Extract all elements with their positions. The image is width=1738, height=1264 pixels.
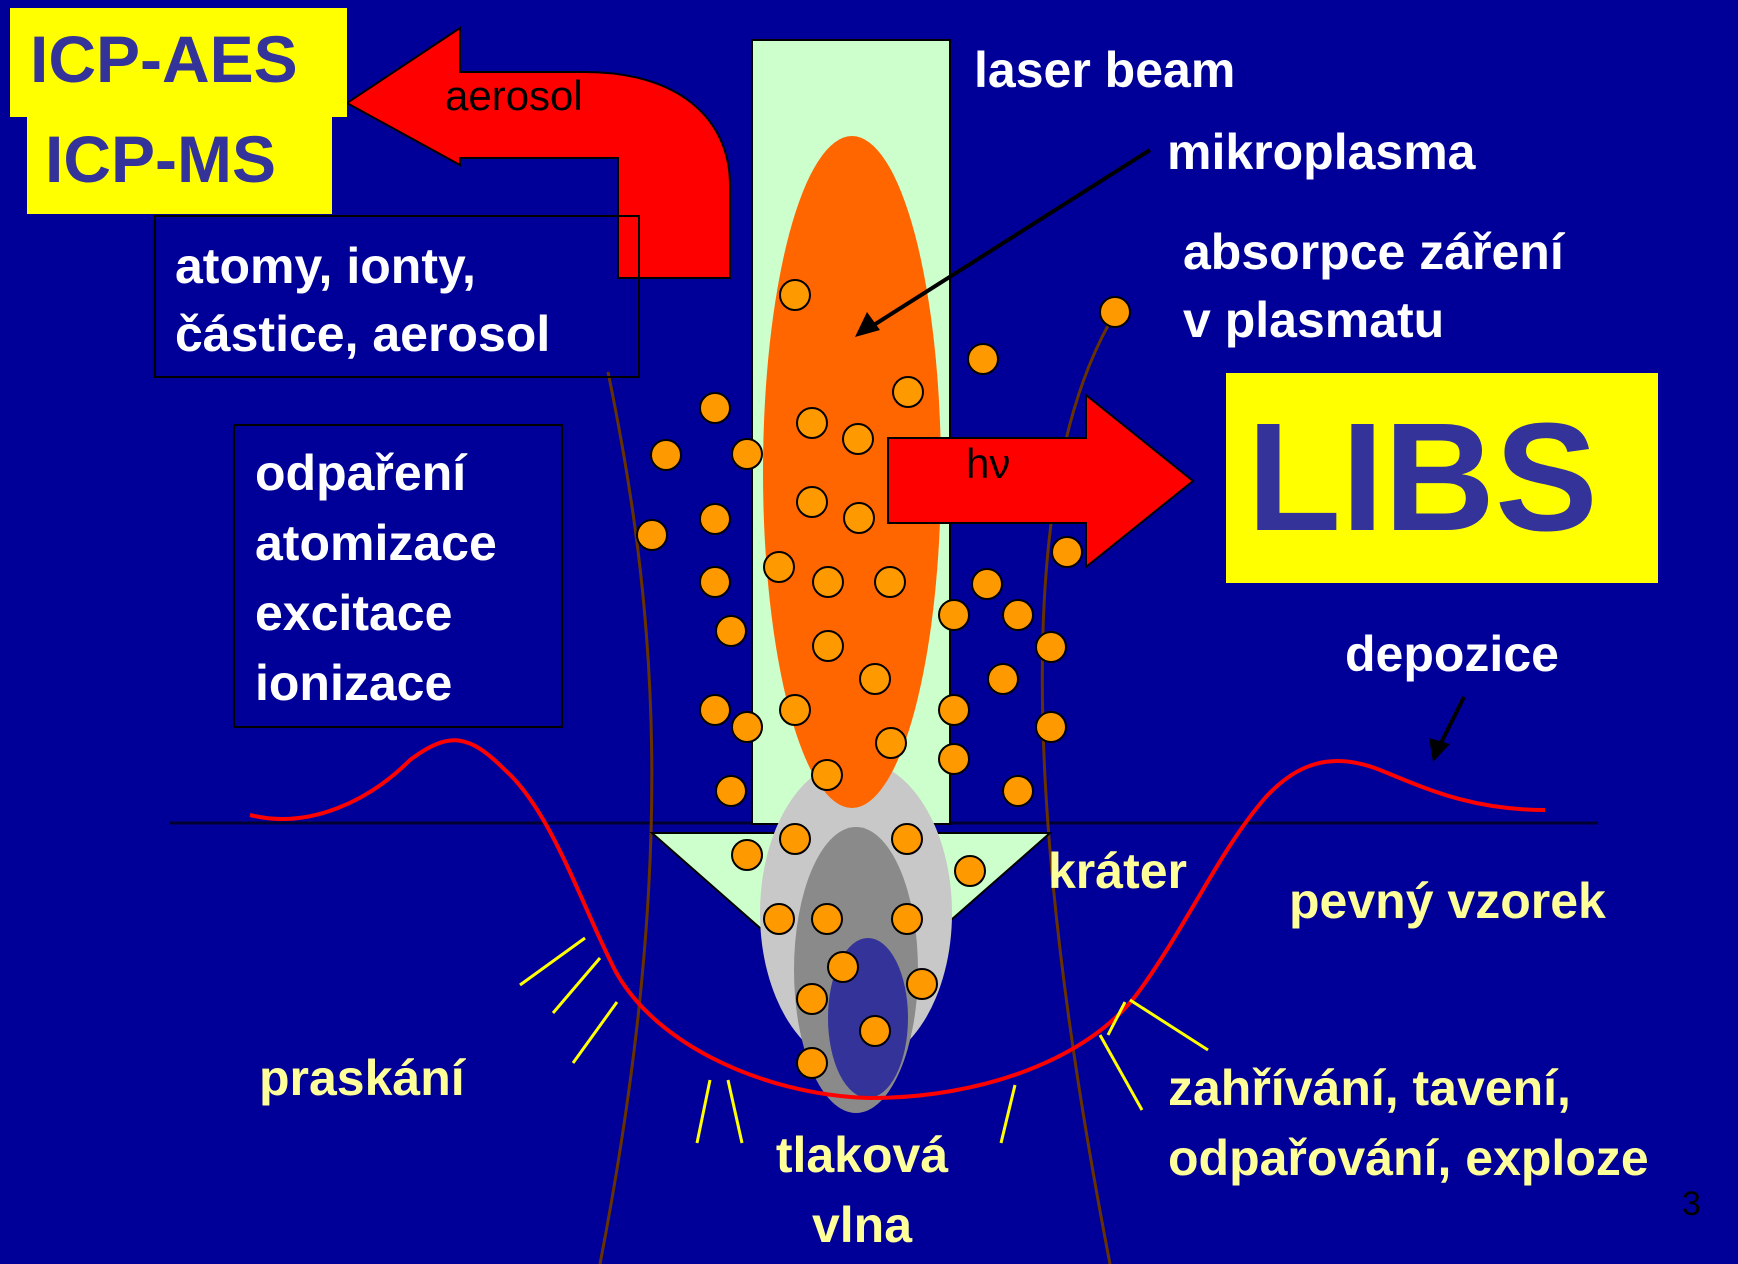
aerosol-arrow-label: aerosol (445, 72, 583, 120)
particle (637, 520, 667, 550)
particle (939, 695, 969, 725)
particle (972, 569, 1002, 599)
particle (780, 824, 810, 854)
particle (876, 728, 906, 758)
particle (780, 280, 810, 310)
particle (1036, 632, 1066, 662)
page-number: 3 (1682, 1185, 1701, 1224)
solid-sample-label: pevný vzorek (1289, 873, 1606, 931)
particle (955, 856, 985, 886)
particle (860, 1016, 890, 1046)
particle (700, 393, 730, 423)
particle (797, 984, 827, 1014)
particle (843, 424, 873, 454)
icp-ms-label: ICP-MS (45, 122, 276, 198)
microplasma-label: mikroplasma (1167, 124, 1475, 182)
particle (700, 504, 730, 534)
process-evaporation: odpaření (255, 438, 497, 508)
particle (812, 904, 842, 934)
particle (1036, 712, 1066, 742)
process-atomization: atomizace (255, 508, 497, 578)
particle (732, 712, 762, 742)
particle (797, 1048, 827, 1078)
particle (797, 408, 827, 438)
products-line-1: atomy, ionty, (175, 232, 550, 300)
particle (939, 600, 969, 630)
particle (812, 760, 842, 790)
deposition-label: depozice (1345, 626, 1559, 684)
particle (1003, 600, 1033, 630)
particle (797, 487, 827, 517)
particle (893, 377, 923, 407)
particle (716, 616, 746, 646)
flow-line-left (600, 372, 652, 1264)
emission-arrow-label: hν (966, 440, 1010, 488)
particle (892, 904, 922, 934)
particle (813, 631, 843, 661)
pressure-wave-line-2: vlna (762, 1190, 962, 1260)
pressure-wave-label: tlaková vlna (762, 1120, 962, 1260)
crater-label: kráter (1048, 843, 1187, 901)
pressure-wave-line-1: tlaková (762, 1120, 962, 1190)
particle (732, 439, 762, 469)
particle (732, 840, 762, 870)
cracking-label: praskání (259, 1050, 465, 1108)
particle (968, 344, 998, 374)
particle (780, 695, 810, 725)
absorption-line-1: absorpce záření (1183, 218, 1564, 286)
absorption-label: absorpce záření v plasmatu (1183, 218, 1564, 354)
particle (988, 664, 1018, 694)
heating-line-2: odpařování, exploze (1168, 1123, 1649, 1193)
libs-label: LIBS (1247, 392, 1598, 562)
particle (651, 440, 681, 470)
particle (860, 664, 890, 694)
particle (1052, 537, 1082, 567)
particle (1100, 297, 1130, 327)
particle (813, 567, 843, 597)
deposition-pointer-head (1429, 738, 1450, 762)
heating-line-1: zahřívání, tavení, (1168, 1053, 1649, 1123)
particle (844, 503, 874, 533)
particle (1003, 776, 1033, 806)
products-line-2: částice, aerosol (175, 300, 550, 368)
particle (764, 904, 794, 934)
deposition-pointer-line (1440, 697, 1464, 745)
particle (892, 824, 922, 854)
particle (939, 744, 969, 774)
particle (875, 567, 905, 597)
icp-aes-label: ICP-AES (30, 22, 298, 98)
particle (700, 695, 730, 725)
particle (700, 567, 730, 597)
process-ionization: ionizace (255, 648, 497, 718)
particle (764, 552, 794, 582)
processes-box-text: odpaření atomizace excitace ionizace (255, 438, 497, 718)
particle (907, 969, 937, 999)
absorption-line-2: v plasmatu (1183, 286, 1564, 354)
process-excitation: excitace (255, 578, 497, 648)
products-box-text: atomy, ionty, částice, aerosol (175, 232, 550, 368)
heating-label: zahřívání, tavení, odpařování, exploze (1168, 1053, 1649, 1193)
laser-beam-label: laser beam (974, 42, 1235, 100)
particle (828, 952, 858, 982)
particle (716, 776, 746, 806)
